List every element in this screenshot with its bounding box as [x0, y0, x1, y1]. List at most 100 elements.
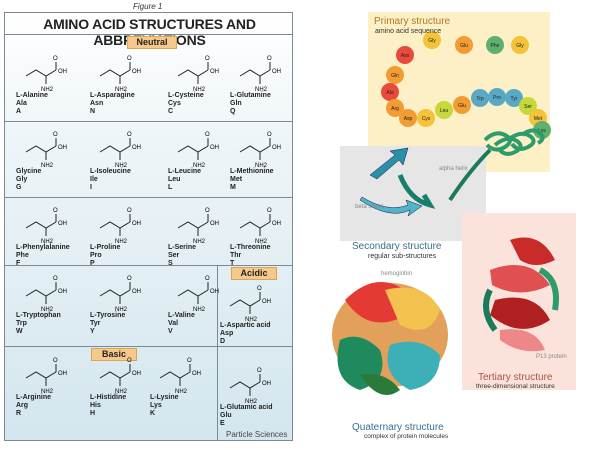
bead-label: Gln: [391, 73, 399, 79]
beta-sheet: [359, 147, 436, 217]
one-letter-code: K: [150, 410, 156, 417]
amino-acid-name: L-Threonine: [230, 244, 271, 251]
three-letter-code: Trp: [16, 320, 27, 327]
secondary-title: Secondary structure: [352, 241, 442, 252]
basic-band: Basic: [91, 348, 137, 361]
acidic-band: Acidic: [231, 267, 277, 280]
oh-label: OH: [210, 289, 219, 295]
three-letter-code: Val: [168, 320, 179, 327]
bead-arg: [386, 99, 404, 117]
nh2-label: NH2: [41, 389, 54, 394]
one-letter-code: I: [90, 184, 92, 191]
three-letter-code: Asp: [220, 330, 234, 337]
bead-label: Ala: [386, 90, 393, 96]
o-label: O: [127, 208, 132, 214]
bead-glu: [455, 36, 473, 54]
three-letter-code: Gly: [16, 176, 28, 183]
nh2-label: NH2: [41, 87, 54, 92]
o-label: O: [127, 276, 132, 282]
amino-acid-chart: AMINO ACID STRUCTURES AND ABBREVIATIONS …: [4, 12, 293, 441]
one-letter-code: W: [16, 328, 23, 335]
o-label: O: [53, 132, 58, 138]
nh2-label: NH2: [255, 163, 268, 168]
o-label: O: [187, 358, 192, 364]
three-letter-code: Leu: [168, 176, 181, 183]
amino-acid-name: L-Tyrosine: [90, 312, 126, 319]
oh-label: OH: [132, 69, 141, 75]
bead-label: Glu: [458, 103, 466, 109]
divider: [217, 265, 218, 441]
oh-label: OH: [262, 381, 271, 387]
bead-label: Met: [534, 116, 543, 122]
bead-label: Leu: [440, 108, 449, 114]
divider: [5, 346, 217, 347]
o-label: O: [127, 56, 132, 62]
bead-gln: [386, 66, 404, 84]
o-label: O: [267, 208, 272, 214]
oh-label: OH: [192, 371, 201, 377]
amino-acid-name: L-Cysteine: [168, 92, 204, 99]
nh2-label: NH2: [193, 87, 206, 92]
bead-label: Asn: [401, 53, 410, 59]
quaternary-title: Quaternary structure: [352, 422, 444, 433]
nh2-label: NH2: [41, 163, 54, 168]
one-letter-code: S: [168, 260, 173, 267]
bead-label: Pro: [493, 95, 501, 101]
amino-acid-name: L-Asparagine: [90, 92, 135, 99]
structure-icon: OH O NH2: [99, 56, 141, 92]
amino-acid-name: L-Proline: [90, 244, 121, 251]
three-letter-code: Ile: [90, 176, 98, 183]
amino-acid-name: L-Glutamic acid: [220, 404, 273, 411]
bead-label: Asp: [404, 116, 413, 122]
o-label: O: [53, 56, 58, 62]
one-letter-code: R: [16, 410, 22, 417]
bead-gly: [423, 31, 441, 49]
bead-label: Arg: [391, 106, 399, 112]
nh2-label: NH2: [175, 389, 188, 394]
amino-acid-name: L-Valine: [168, 312, 195, 319]
bead-asp: [399, 109, 417, 127]
nh2-label: NH2: [245, 399, 258, 404]
bead-phe: [486, 36, 504, 54]
bead-label: Cys: [422, 116, 431, 122]
oh-label: OH: [58, 289, 67, 295]
primary-subtitle: amino acid sequence: [375, 28, 441, 35]
amino-acid-name: L-Glutamine: [230, 92, 271, 99]
amino-acid-name: L-Serine: [168, 244, 197, 251]
nh2-label: NH2: [115, 87, 128, 92]
nh2-label: NH2: [115, 239, 128, 244]
three-letter-code: His: [90, 402, 101, 409]
bead-pro: [488, 88, 506, 106]
amino-acid-name: L-Phenylalanine: [16, 244, 70, 251]
oh-label: OH: [132, 371, 141, 377]
one-letter-code: C: [168, 108, 174, 115]
bead-trp: [471, 89, 489, 107]
bead-leu: [435, 101, 453, 119]
oh-label: OH: [58, 371, 67, 377]
nh2-label: NH2: [193, 163, 206, 168]
amino-acid-name: L-Aspartic acid: [220, 322, 271, 329]
structure-icon: OH O NH2: [159, 358, 201, 394]
amino-acid-name: L-Methionine: [230, 168, 274, 175]
oh-label: OH: [272, 145, 281, 151]
o-label: O: [205, 276, 210, 282]
one-letter-code: A: [16, 108, 22, 115]
bead-label: Ser: [524, 104, 532, 110]
bead-label: Tyr: [511, 96, 518, 102]
